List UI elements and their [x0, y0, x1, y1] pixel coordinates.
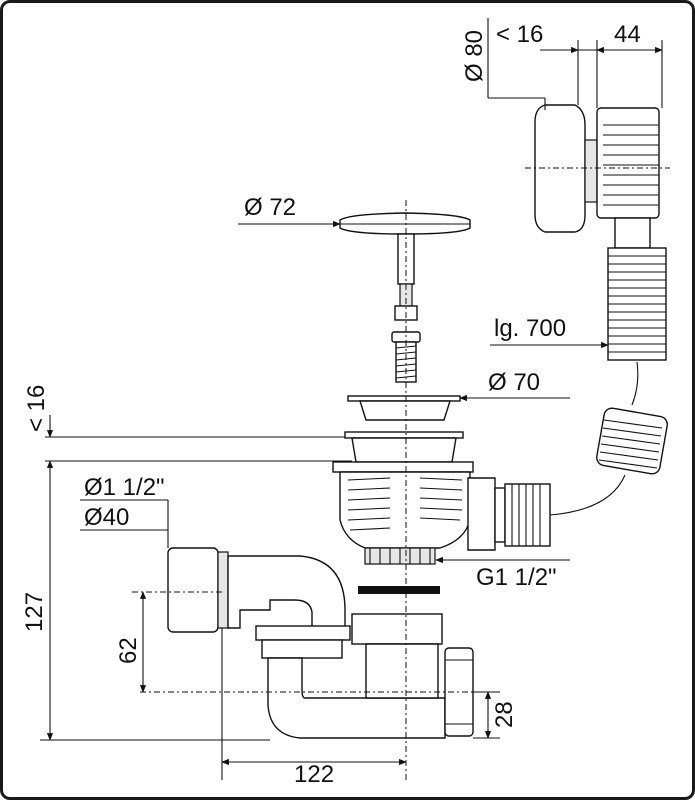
flange-diameter-label: Ø 70 — [488, 369, 540, 396]
plug — [339, 212, 471, 321]
pipe-mm-label: Ø40 — [84, 504, 129, 531]
drain-body — [332, 431, 551, 565]
thread-label: G1 1/2" — [476, 564, 557, 591]
overflow-hose — [549, 247, 668, 516]
plug-diameter-label: Ø 72 — [244, 194, 296, 221]
outlet-height-label: 62 — [115, 637, 142, 664]
outlet-offset-label: 122 — [294, 761, 334, 788]
overflow-cap — [525, 104, 670, 249]
total-height-label: 127 — [21, 592, 48, 632]
pipe-inch-label: Ø1 1/2" — [84, 474, 165, 501]
flange-thickness-label: < 16 — [23, 385, 50, 432]
trap-seal-label: 28 — [491, 701, 518, 728]
cap-depth-label: < 16 — [496, 21, 543, 48]
hose-length-label: lg. 700 — [494, 315, 566, 342]
trap-body — [167, 547, 474, 739]
cap-width-label: 44 — [614, 21, 641, 48]
gasket — [358, 586, 440, 594]
upper-flange — [347, 395, 461, 421]
cap-diameter-label: Ø 80 — [461, 30, 488, 82]
